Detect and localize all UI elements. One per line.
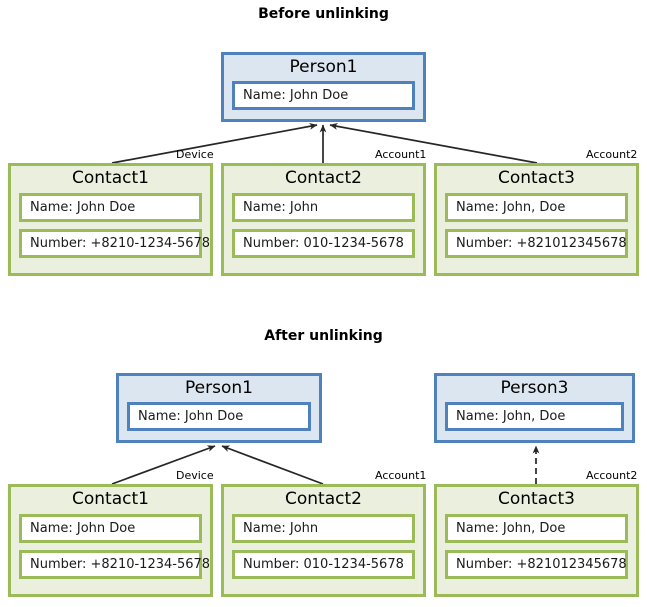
person1-title-after: Person1	[185, 378, 253, 398]
contact3-number-field-before: Number: +821012345678	[445, 228, 628, 258]
person3-name-field-after: Name: John, Doe	[445, 401, 624, 431]
edge-contact3-to-person1	[329, 123, 538, 164]
edge-contact1-to-person1	[111, 123, 318, 164]
edge-label-device-after: Device	[176, 469, 214, 482]
contact-box-contact2-before[interactable]: Contact2 Name: John Number: 010-1234-567…	[221, 163, 426, 276]
contact-box-contact1-after[interactable]: Contact1 Name: John Doe Number: +8210-12…	[8, 484, 213, 597]
contact-box-contact3-before[interactable]: Contact3 Name: John, Doe Number: +821012…	[434, 163, 639, 276]
contact1-title-before: Contact1	[72, 168, 149, 188]
contact2-title-after: Contact2	[285, 489, 362, 509]
edge-label-account1-before: Account1	[375, 148, 427, 161]
contact2-number-field-after: Number: 010-1234-5678	[232, 549, 415, 579]
contact1-number-field-after: Number: +8210-1234-5678	[19, 549, 210, 579]
edge-label-account2-before: Account2	[586, 148, 638, 161]
edge-label-account1-after: Account1	[375, 469, 427, 482]
contact3-name-field-after: Name: John, Doe	[445, 513, 628, 543]
contact1-number-field-before: Number: +8210-1234-5678	[19, 228, 210, 258]
contact3-title-after: Contact3	[498, 489, 575, 509]
contact2-name-field-before: Name: John	[232, 192, 415, 222]
contact2-name-field-after: Name: John	[232, 513, 415, 543]
person-box-person3-after[interactable]: Person3 Name: John, Doe	[434, 373, 635, 443]
edge-label-account2-after: Account2	[586, 469, 638, 482]
contact1-name-field-after: Name: John Doe	[19, 513, 202, 543]
contact2-title-before: Contact2	[285, 168, 362, 188]
contact1-title-after: Contact1	[72, 489, 149, 509]
contact-box-contact3-after[interactable]: Contact3 Name: John, Doe Number: +821012…	[434, 484, 639, 597]
contact-box-contact1-before[interactable]: Contact1 Name: John Doe Number: +8210-12…	[8, 163, 213, 276]
section-title-after: After unlinking	[264, 328, 383, 344]
person1-name-field-after: Name: John Doe	[127, 401, 311, 431]
person3-title-after: Person3	[500, 378, 569, 398]
contact2-number-field-before: Number: 010-1234-5678	[232, 228, 415, 258]
person1-title-before: Person1	[289, 57, 358, 77]
contact3-number-field-after: Number: +821012345678	[445, 549, 628, 579]
contact3-name-field-before: Name: John, Doe	[445, 192, 628, 222]
person1-name-field-before: Name: John Doe	[232, 80, 415, 110]
edge-contact2-to-person1-after	[221, 445, 324, 485]
contact1-name-field-before: Name: John Doe	[19, 192, 202, 222]
person-box-person1-after[interactable]: Person1 Name: John Doe	[116, 373, 322, 443]
contact-box-contact2-after[interactable]: Contact2 Name: John Number: 010-1234-567…	[221, 484, 426, 597]
person-box-person1-before[interactable]: Person1 Name: John Doe	[221, 52, 426, 122]
section-title-before: Before unlinking	[258, 6, 389, 22]
contact3-title-before: Contact3	[498, 168, 575, 188]
edge-label-device-before: Device	[176, 148, 214, 161]
